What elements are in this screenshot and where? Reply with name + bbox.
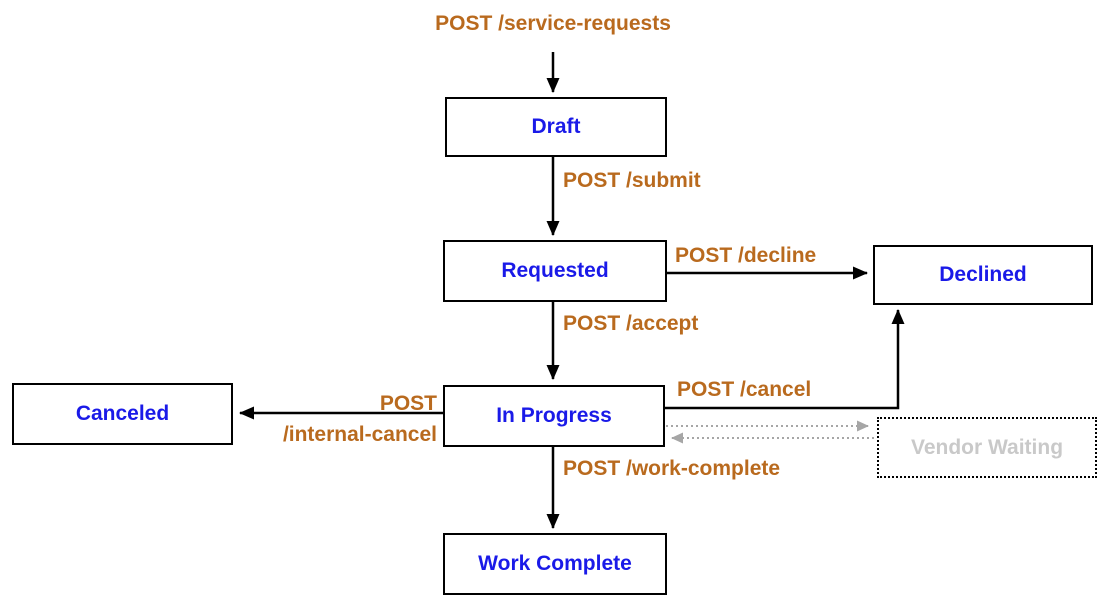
edge-label-post-internal-cancel-line2: /internal-cancel xyxy=(282,423,437,446)
state-requested: Requested xyxy=(443,240,667,302)
state-work-complete: Work Complete xyxy=(443,533,667,595)
arrow-inprogress-to-declined-cancel xyxy=(665,309,905,410)
edge-label-post-cancel: POST /cancel xyxy=(677,378,812,401)
edge-label-post-decline: POST /decline xyxy=(675,244,817,267)
state-requested-label: Requested xyxy=(501,259,609,282)
state-vendor-waiting: Vendor Waiting xyxy=(877,417,1097,478)
state-draft: Draft xyxy=(445,97,667,157)
state-declined: Declined xyxy=(873,245,1093,305)
edge-label-post-work-complete: POST /work-complete xyxy=(563,457,781,480)
edge-label-post-service-requests: POST /service-requests xyxy=(435,12,671,35)
state-canceled-label: Canceled xyxy=(75,402,170,425)
state-declined-label: Declined xyxy=(939,263,1027,286)
edge-label-post-accept: POST /accept xyxy=(563,312,699,335)
edge-label-post-internal-cancel-line1: POST xyxy=(379,392,437,415)
state-in-progress: In Progress xyxy=(443,385,665,447)
edge-label-post-submit: POST /submit xyxy=(563,169,701,192)
state-in-progress-label: In Progress xyxy=(496,404,612,427)
state-draft-label: Draft xyxy=(531,115,581,138)
state-vendor-waiting-label: Vendor Waiting xyxy=(910,435,1064,459)
state-work-complete-label: Work Complete xyxy=(478,552,632,575)
edge-label-post-internal-cancel: POST /internal-cancel xyxy=(283,388,437,450)
state-canceled: Canceled xyxy=(12,383,233,445)
